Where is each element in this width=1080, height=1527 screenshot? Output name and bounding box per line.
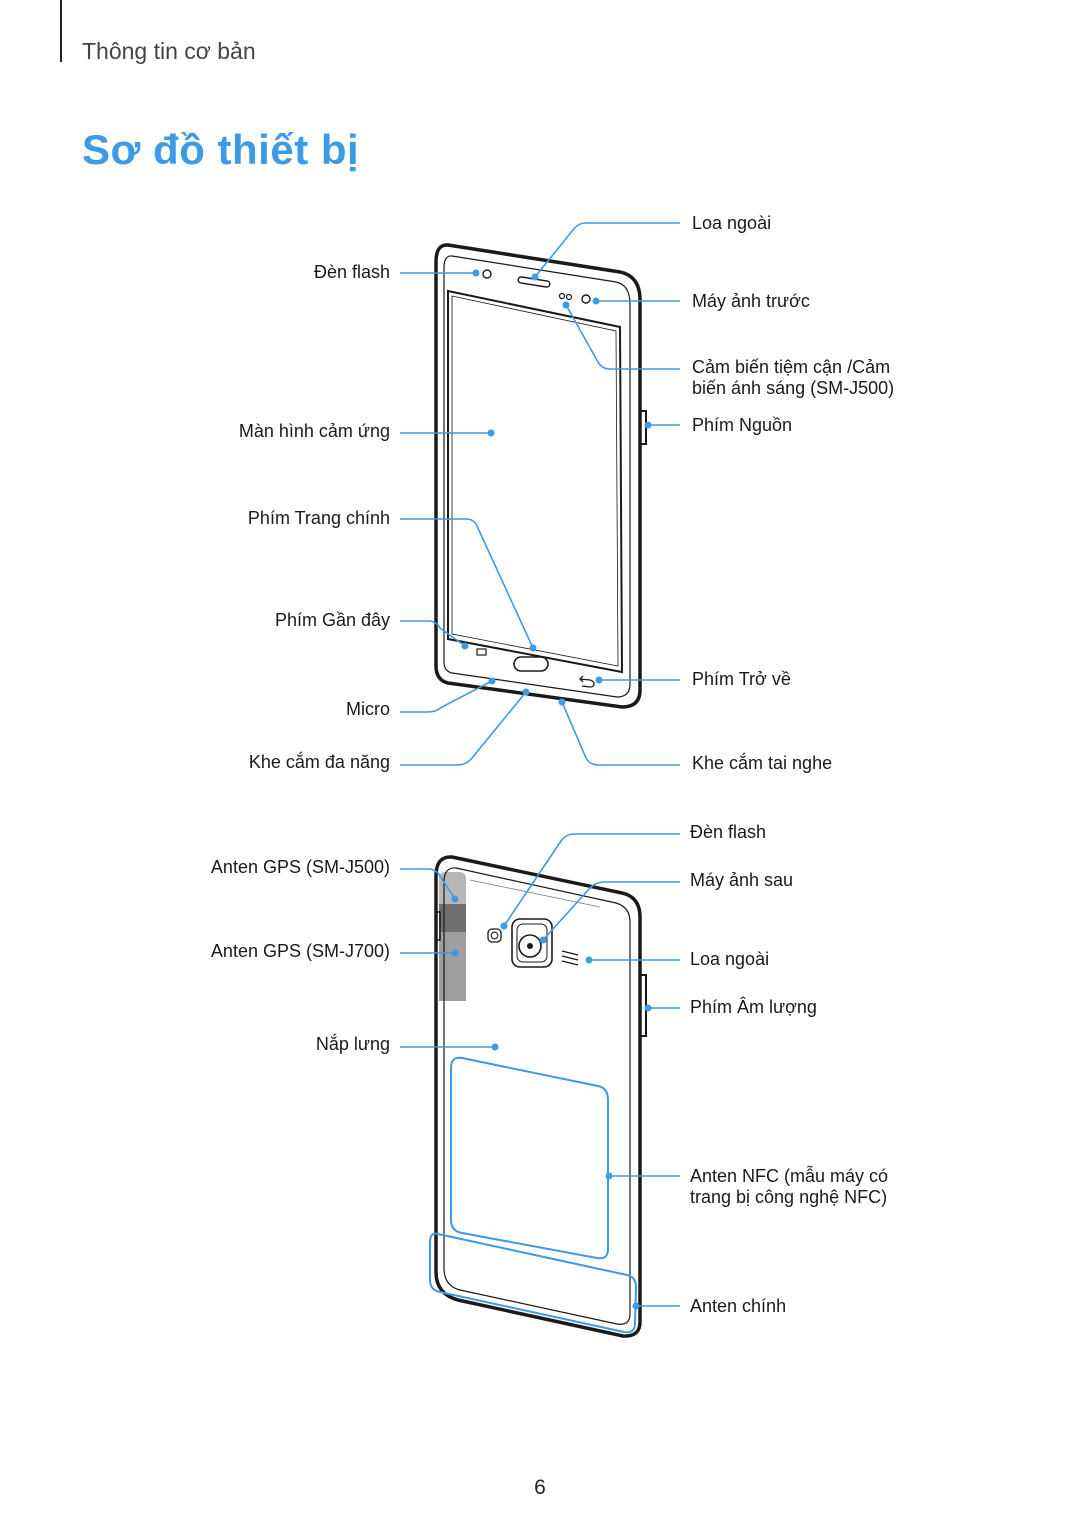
back-body-outline: [434, 855, 642, 1338]
label-volume-key: Phím Âm lượng: [690, 997, 817, 1017]
home-key-icon: [513, 656, 549, 672]
back-callout-dots: [451, 895, 652, 1310]
label-front-speaker: Loa ngoài: [692, 213, 772, 233]
label-micro: Micro: [346, 699, 390, 719]
proximity-sensor-icon: [558, 292, 566, 300]
label-multipurpose-jack: Khe cắm đa năng: [248, 752, 390, 772]
rear-camera-housing: [511, 918, 553, 968]
label-gps-j700: Anten GPS (SM-J700): [210, 941, 390, 961]
recent-key-icon: [476, 648, 487, 656]
label-recent-key: Phím Gần đây: [274, 610, 390, 630]
main-antenna-outline: [429, 1232, 638, 1334]
back-callouts: [400, 833, 680, 1307]
label-home-key: Phím Trang chính: [247, 508, 390, 528]
front-camera-icon: [581, 294, 591, 304]
back-key-icon: [579, 675, 595, 688]
front-body-inner: [443, 255, 631, 698]
label-earphone-jack: Khe cắm tai nghe: [692, 753, 833, 773]
label-rear-camera: Máy ảnh sau: [690, 870, 794, 890]
label-rear-speaker: Loa ngoài: [690, 949, 770, 969]
touchscreen-panel: [447, 289, 624, 674]
section-label: Thông tin cơ bản: [82, 38, 256, 64]
label-front-camera: Máy ảnh trước: [692, 291, 810, 311]
front-callouts: [400, 222, 680, 766]
label-front-flash: Đèn flash: [313, 262, 390, 282]
header-rule: [60, 0, 62, 62]
page-number: 6: [534, 1476, 546, 1499]
label-sensor-line2: biến ánh sáng (SM-J500): [692, 378, 895, 398]
page-title: Sơ đồ thiết bị: [82, 126, 360, 173]
front-device: [434, 243, 647, 709]
back-body-inner: [443, 867, 631, 1325]
rear-camera-lens-icon: [518, 934, 542, 958]
front-callout-dots: [461, 269, 652, 706]
label-back-key: Phím Trở về: [692, 669, 791, 689]
rear-speaker-grille: [561, 950, 579, 966]
label-gps-j500: Anten GPS (SM-J500): [210, 857, 390, 877]
nfc-antenna-outline: [450, 1056, 609, 1260]
label-rear-flash: Đèn flash: [690, 822, 767, 842]
back-device: [429, 855, 647, 1338]
front-body-outline: [434, 243, 642, 709]
label-nfc-line2: trang bị công nghệ NFC): [690, 1187, 888, 1207]
label-touchscreen: Màn hình cảm ứng: [238, 421, 390, 441]
front-flash-icon: [482, 269, 492, 279]
label-main-antenna: Anten chính: [690, 1296, 787, 1316]
label-back-cover: Nắp lưng: [315, 1034, 390, 1054]
label-power-key: Phím Nguồn: [692, 415, 793, 435]
label-sensor-line1: Cảm biến tiệm cận /Cảm: [692, 357, 891, 377]
rear-flash-icon: [487, 928, 502, 943]
label-nfc-line1: Anten NFC (mẫu máy có: [690, 1166, 889, 1186]
